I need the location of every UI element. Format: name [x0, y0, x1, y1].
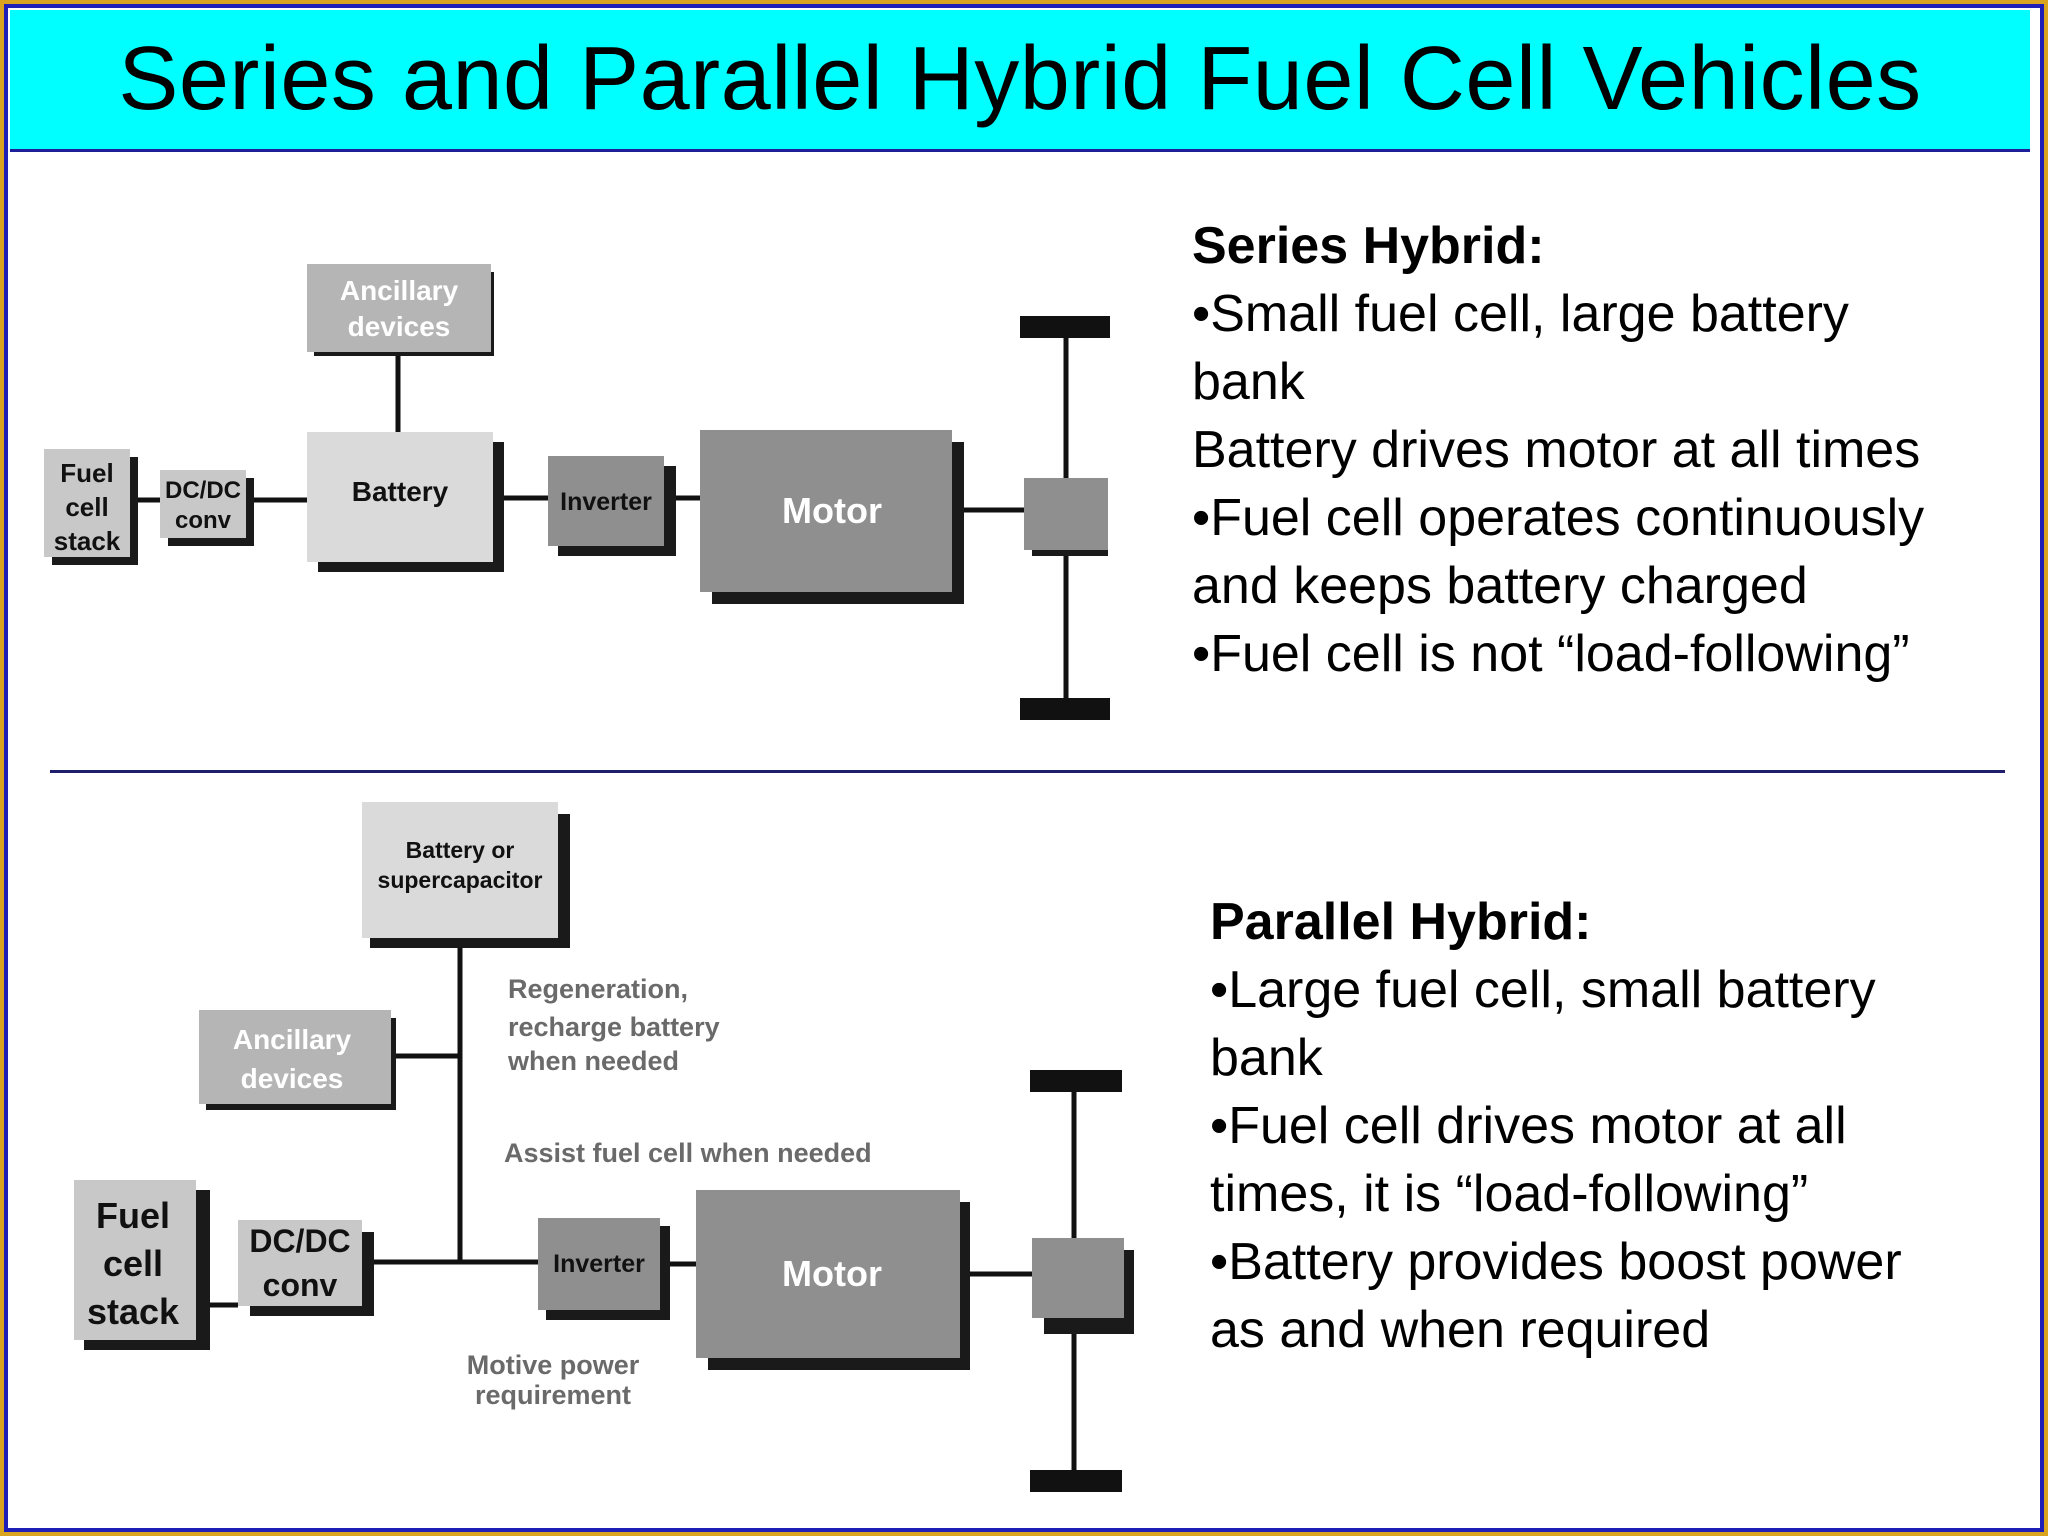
svg-text:recharge battery: recharge battery [508, 1012, 720, 1042]
parallel-axle-bottom [1030, 1470, 1122, 1492]
svg-text:Motor: Motor [782, 1253, 882, 1294]
series-dcdc-label-1: DC/DC [165, 477, 241, 504]
series-line-4: •Fuel cell operates continuously [1192, 489, 1925, 547]
svg-text:Regeneration,: Regeneration, [508, 974, 688, 1004]
title-bar: Series and Parallel Hybrid Fuel Cell Veh… [10, 10, 2030, 152]
svg-text:Fuel: Fuel [96, 1195, 170, 1236]
parallel-dcdc-box: DC/DC conv [238, 1220, 374, 1316]
series-ancillary-box: Ancillary devices [307, 264, 494, 356]
series-battery-label: Battery [352, 476, 449, 507]
series-fuel-label-2: cell [65, 492, 108, 522]
parallel-inverter-label: Inverter [553, 1250, 645, 1278]
svg-text:supercapacitor: supercapacitor [378, 867, 543, 893]
svg-text:stack: stack [87, 1291, 180, 1332]
slide-title: Series and Parallel Hybrid Fuel Cell Veh… [118, 29, 1922, 129]
parallel-ancillary-label-1: Ancillary [233, 1024, 352, 1055]
series-connections [136, 334, 1069, 700]
parallel-note-motive-1: Motive power [467, 1350, 640, 1380]
parallel-inverter-box: Inverter [538, 1218, 670, 1320]
parallel-ancillary-box: Ancillary devices [199, 1010, 396, 1110]
svg-text:cell: cell [65, 492, 108, 522]
parallel-gearbox [1032, 1238, 1134, 1334]
svg-text:Motor: Motor [782, 490, 882, 531]
parallel-battery-label-1: Battery or [406, 837, 515, 863]
parallel-note-regen-1: Regeneration, [508, 974, 688, 1004]
svg-text:devices: devices [241, 1063, 344, 1094]
series-dcdc-label-2: conv [175, 507, 232, 534]
section-divider [50, 770, 2005, 773]
svg-text:DC/DC: DC/DC [165, 477, 241, 504]
svg-text:conv: conv [175, 507, 232, 534]
series-fuel-label-1: Fuel [60, 458, 113, 488]
series-inverter-label: Inverter [560, 488, 652, 516]
series-line-2: bank [1192, 353, 1305, 411]
series-ancillary-label-2: devices [348, 311, 451, 342]
series-text-panel: Series Hybrid: •Small fuel cell, large b… [1192, 212, 1924, 688]
series-inverter-box: Inverter [548, 456, 676, 556]
svg-text:Fuel: Fuel [60, 458, 113, 488]
svg-text:when needed: when needed [507, 1046, 679, 1076]
series-axle-bottom [1020, 698, 1110, 720]
parallel-note-motive-2: requirement [475, 1380, 631, 1410]
svg-text:cell: cell [103, 1243, 163, 1284]
svg-text:Battery or: Battery or [406, 837, 515, 863]
svg-text:Motive power: Motive power [467, 1350, 640, 1380]
series-heading: Series Hybrid: [1192, 217, 1545, 275]
series-battery-box: Battery [307, 432, 504, 572]
series-axle-top [1020, 316, 1110, 338]
series-line-6: •Fuel cell is not “load-following” [1192, 625, 1910, 683]
svg-text:Inverter: Inverter [560, 488, 652, 516]
parallel-motor-box: Motor [696, 1190, 970, 1370]
series-motor-label: Motor [782, 490, 882, 531]
parallel-battery-box: Battery or supercapacitor [362, 802, 570, 948]
parallel-note-assist: Assist fuel cell when needed [504, 1138, 872, 1168]
parallel-line-1: •Large fuel cell, small battery [1210, 961, 1876, 1019]
svg-text:conv: conv [263, 1267, 338, 1303]
svg-text:Battery: Battery [352, 476, 449, 507]
series-fuel-cell-box: Fuel cell stack [44, 449, 138, 565]
series-gearbox [1024, 478, 1108, 556]
parallel-fuel-label-2: cell [103, 1243, 163, 1284]
svg-text:requirement: requirement [475, 1380, 631, 1410]
svg-text:stack: stack [54, 526, 121, 556]
parallel-fuel-label-3: stack [87, 1291, 180, 1332]
parallel-line-4: times, it is “load-following” [1210, 1165, 1809, 1223]
parallel-battery-label-2: supercapacitor [378, 867, 543, 893]
parallel-diagram: Battery or supercapacitor Ancillary devi… [74, 802, 1134, 1492]
parallel-ancillary-label-2: devices [241, 1063, 344, 1094]
svg-text:Inverter: Inverter [553, 1250, 645, 1278]
series-diagram: Fuel cell stack DC/DC conv Ancillary dev… [44, 264, 1110, 720]
svg-text:Ancillary: Ancillary [340, 275, 459, 306]
parallel-dcdc-label-1: DC/DC [249, 1223, 350, 1259]
series-line-1: •Small fuel cell, large battery [1192, 285, 1849, 343]
svg-text:DC/DC: DC/DC [249, 1223, 350, 1259]
series-fuel-label-3: stack [54, 526, 121, 556]
parallel-axle-top [1030, 1070, 1122, 1092]
parallel-fuel-label-1: Fuel [96, 1195, 170, 1236]
parallel-line-3: •Fuel cell drives motor at all [1210, 1097, 1847, 1155]
parallel-connections [203, 944, 1077, 1484]
svg-text:devices: devices [348, 311, 451, 342]
svg-text:Ancillary: Ancillary [233, 1024, 352, 1055]
series-dcdc-box: DC/DC conv [160, 470, 254, 546]
series-ancillary-label-1: Ancillary [340, 275, 459, 306]
series-motor-box: Motor [700, 430, 964, 604]
parallel-text-panel: Parallel Hybrid: •Large fuel cell, small… [1210, 888, 1902, 1364]
parallel-line-5: •Battery provides boost power [1210, 1233, 1902, 1291]
series-line-3: Battery drives motor at all times [1192, 421, 1921, 479]
series-line-5: and keeps battery charged [1192, 557, 1808, 615]
parallel-fuel-cell-box: Fuel cell stack [74, 1180, 210, 1350]
parallel-line-6: as and when required [1210, 1301, 1711, 1359]
parallel-line-2: bank [1210, 1029, 1323, 1087]
parallel-note-regen-2: recharge battery [508, 1012, 720, 1042]
parallel-heading: Parallel Hybrid: [1210, 893, 1592, 951]
parallel-dcdc-label-2: conv [263, 1267, 338, 1303]
parallel-motor-label: Motor [782, 1253, 882, 1294]
parallel-note-regen-3: when needed [507, 1046, 679, 1076]
svg-text:Assist fuel cell when needed: Assist fuel cell when needed [504, 1138, 872, 1168]
